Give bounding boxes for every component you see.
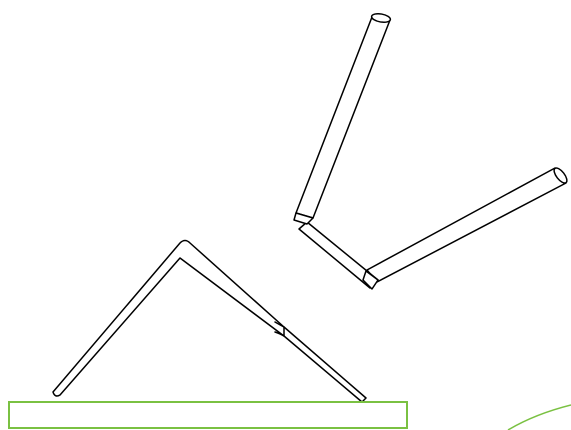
bent-rod-thin-section xyxy=(283,326,367,403)
bent-rod xyxy=(52,239,367,403)
tube-upper-left xyxy=(295,16,391,219)
tube-joint-bottom xyxy=(362,270,379,290)
bent-rod-thick-section xyxy=(52,239,285,397)
bent-rod-taper xyxy=(274,321,285,337)
tube-right xyxy=(366,167,567,283)
tube-joint-top xyxy=(293,212,314,225)
folded-tube-assembly xyxy=(293,12,568,290)
tube-right-end xyxy=(553,167,568,184)
partial-circle-arc xyxy=(507,404,571,430)
tube-upper-left-end xyxy=(370,12,392,24)
base-surface xyxy=(8,401,408,429)
